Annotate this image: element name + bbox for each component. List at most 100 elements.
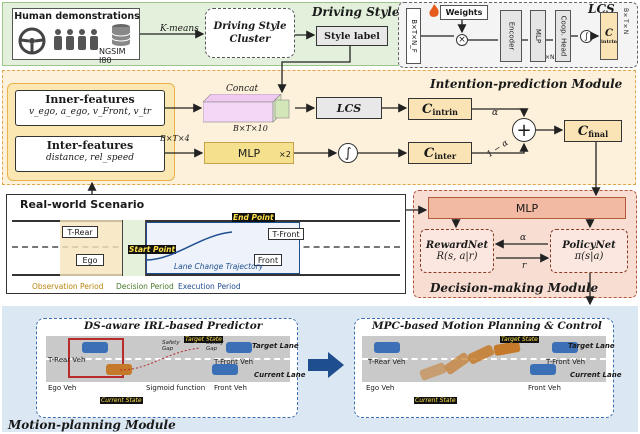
inter-features-title: Inter-features: [46, 139, 134, 152]
concat-tensor-block: [202, 93, 295, 124]
right-t-rear-veh-label: T-Rear Veh: [368, 358, 406, 366]
database-icon: [110, 23, 132, 47]
sigmoid-icon: ∫: [338, 143, 358, 163]
concat-label: Concat: [226, 84, 259, 94]
inner-features-box: Inner-features v_ego, a_ego, v_Front, v_…: [15, 90, 165, 126]
policy-net-formula: π(s|a): [574, 251, 604, 262]
inter-dims: B×T×4: [160, 134, 190, 143]
decision-mlp-box: MLP: [428, 197, 626, 219]
mpc-title: MPC-based Motion Planning & Control: [372, 320, 602, 332]
lcs-coop-head-box: Coop. Head: [555, 10, 571, 62]
lcs-encoder-label: Encoder: [507, 21, 515, 51]
right-t-rear-car: [374, 342, 400, 353]
inter-features-box: Inter-features distance, rel_speed: [15, 136, 165, 172]
decision-alpha-label: α: [520, 233, 527, 243]
ds-aware-title: DS-aware IRL-based Predictor: [84, 320, 263, 332]
right-current-state: Current State: [414, 397, 457, 404]
cluster-label-line2: Cluster: [229, 34, 271, 45]
right-front-veh-label: Front Veh: [528, 384, 561, 392]
human-demos-box: Human demonstrations NGSIM I80: [12, 8, 140, 65]
lcs-box: LCS: [316, 97, 382, 119]
end-point-label: End Point: [232, 213, 275, 222]
lcs-output-dims-top: B×T×N: [622, 8, 629, 35]
alpha-label: α: [492, 108, 499, 118]
dataset-label: NGSIM I80: [99, 47, 126, 65]
flow-arrow-icon: [308, 352, 344, 378]
left-t-front-veh-label: T-Front Veh: [214, 358, 254, 366]
c-intrin-sub: intrin: [432, 107, 458, 117]
ego-car: Ego: [76, 254, 104, 266]
policy-net-box: PolicyNet π(s|a): [550, 229, 628, 273]
lcs-input-box: B×T×N_F: [406, 8, 421, 64]
c-final-box: C final: [564, 120, 622, 142]
sum-icon: +: [512, 118, 536, 142]
front-car: Front: [254, 254, 282, 266]
inter-features-vars: distance, rel_speed: [46, 153, 134, 163]
left-safety-gap-2: Safety Gap: [206, 340, 224, 352]
left-t-rear-veh-label: T-Rear Veh: [48, 356, 86, 364]
left-ego-car: [106, 364, 132, 375]
human-demos-label: Human demonstrations: [14, 11, 140, 22]
left-t-rear-car: [82, 342, 108, 353]
lcs-output-symbol: C: [605, 27, 613, 39]
reward-net-box: RewardNet R(s, a|r): [420, 229, 494, 273]
left-current-state: Current State: [100, 397, 143, 404]
left-target-state: Target State: [184, 336, 223, 343]
decision-r-label: r: [522, 261, 527, 271]
scenario-title: Real-world Scenario: [20, 198, 145, 211]
c-final-sub: final: [588, 129, 609, 139]
right-ego-veh-label: Ego Veh: [366, 384, 395, 392]
style-label-box: Style label: [316, 26, 388, 46]
execution-period-label: Execution Period: [178, 282, 241, 291]
right-target-lane: Target Lane: [568, 342, 615, 350]
left-target-lane: Target Lane: [252, 342, 299, 350]
c-inter-symbol: C: [423, 145, 435, 161]
drivers-group-icon: [51, 27, 103, 55]
sigmoid-function-label: Sigmoid function: [146, 384, 206, 392]
motion-planning-title: Motion-planning Module: [8, 418, 176, 432]
left-safety-gap-1: Safety Gap: [162, 340, 180, 352]
reward-net-formula: R(s, a|r): [436, 251, 478, 262]
right-target-state: Target State: [500, 336, 539, 343]
lcs-multiply-icon: ×: [456, 34, 468, 46]
mlp-times: ×2: [279, 150, 291, 159]
lcs-mlp-times: ×N: [545, 54, 555, 61]
road-bottom-edge: [12, 274, 400, 276]
lcs-mlp-label: MLP: [534, 28, 543, 44]
observation-period-label: Observation Period: [32, 282, 104, 291]
lcs-sigmoid-icon: ∫: [580, 30, 593, 43]
road-top-edge: [12, 220, 400, 222]
inner-features-vars: v_ego, a_ego, v_Front, v_tr: [28, 107, 152, 117]
cluster-label-line1: Driving Style: [213, 21, 287, 32]
t-rear-car: T-Rear: [62, 226, 98, 238]
steering-wheel-icon: [18, 27, 46, 55]
start-point-label: Start Point: [128, 245, 177, 254]
t-front-car: T-Front: [268, 228, 304, 240]
c-intrin-symbol: C: [422, 101, 433, 117]
right-current-lane: Current Lane: [570, 371, 622, 379]
right-front-car: [530, 364, 556, 375]
reward-net-title: RewardNet: [425, 240, 489, 251]
kmeans-label: K-means: [160, 24, 199, 34]
driving-style-title: Driving Style: [312, 5, 400, 19]
lcs-input-dims: B×T×N_F: [409, 19, 418, 53]
trajectory-label: Lane Change Trajectory: [174, 262, 264, 271]
lcs-coop-head-label: Coop. Head: [559, 15, 567, 57]
left-t-front-car: [226, 342, 252, 353]
decision-title: Decision-making Module: [430, 281, 599, 295]
policy-net-title: PolicyNet: [562, 240, 616, 251]
left-front-car: [212, 364, 238, 375]
c-inter-box: C inter: [408, 142, 472, 164]
lcs-output-sub: intrin: [601, 38, 618, 45]
lcs-output-box: C intrin: [600, 12, 618, 60]
right-t-front-veh-label: T-Front Veh: [546, 358, 586, 366]
right-t-front-car: [552, 342, 578, 353]
c-intrin-box: C intrin: [408, 98, 472, 120]
intention-title: Intention-prediction Module: [430, 77, 623, 91]
lcs-encoder-box: Encoder: [500, 10, 522, 62]
mlp-box: MLP: [204, 142, 294, 164]
driving-style-cluster-box: Driving Style Cluster: [205, 8, 295, 58]
c-final-symbol: C: [577, 123, 589, 139]
flame-icon: [428, 3, 440, 17]
concat-dims: B×T×10: [233, 124, 268, 133]
